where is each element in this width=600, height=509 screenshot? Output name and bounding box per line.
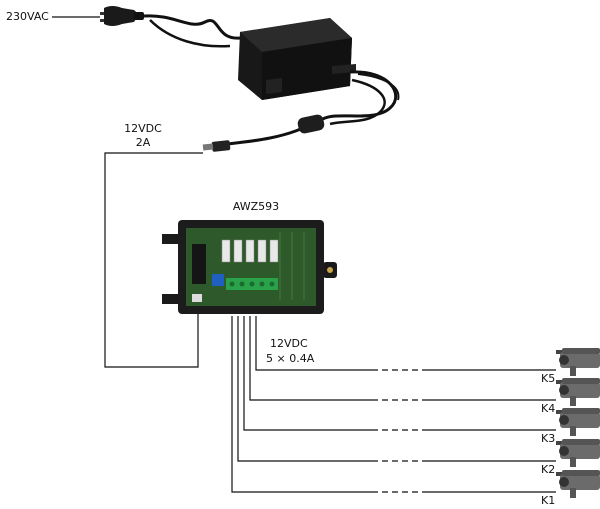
camera-icon — [556, 408, 600, 436]
camera-icon — [556, 378, 600, 406]
camera-label-k5: K5 — [541, 372, 555, 385]
ac-input-label: 230VAC — [6, 10, 49, 23]
camera-label-k2: K2 — [541, 463, 555, 476]
output-wire-k5 — [255, 316, 372, 371]
power-adapter-icon — [238, 18, 356, 100]
module-model-label: AWZ593 — [233, 200, 279, 213]
camera-icon — [556, 470, 600, 498]
camera-label-k3: K3 — [541, 432, 555, 445]
awz593-module — [162, 220, 337, 314]
supply-wire — [104, 152, 203, 368]
output-wire-k4 — [249, 316, 372, 401]
euro-plug-icon — [100, 6, 144, 26]
ac-cable — [143, 14, 241, 40]
supply-current-label: 2A — [136, 136, 151, 149]
ferrite-bead-icon — [297, 114, 325, 134]
dc-cable — [221, 70, 398, 147]
supply-voltage-label: 12VDC — [124, 122, 162, 135]
output-wire-k1 — [231, 316, 372, 493]
camera-label-k1: K1 — [541, 494, 555, 507]
output-wire-k2 — [237, 316, 372, 462]
output-wire-k3 — [243, 316, 372, 431]
output-voltage-label: 12VDC — [270, 337, 308, 350]
camera-icon — [556, 348, 600, 376]
camera-icon — [556, 439, 600, 467]
dc-plug-icon — [202, 140, 231, 152]
camera-label-k4: K4 — [541, 402, 555, 415]
output-spec-label: 5 × 0.4A — [266, 352, 315, 365]
